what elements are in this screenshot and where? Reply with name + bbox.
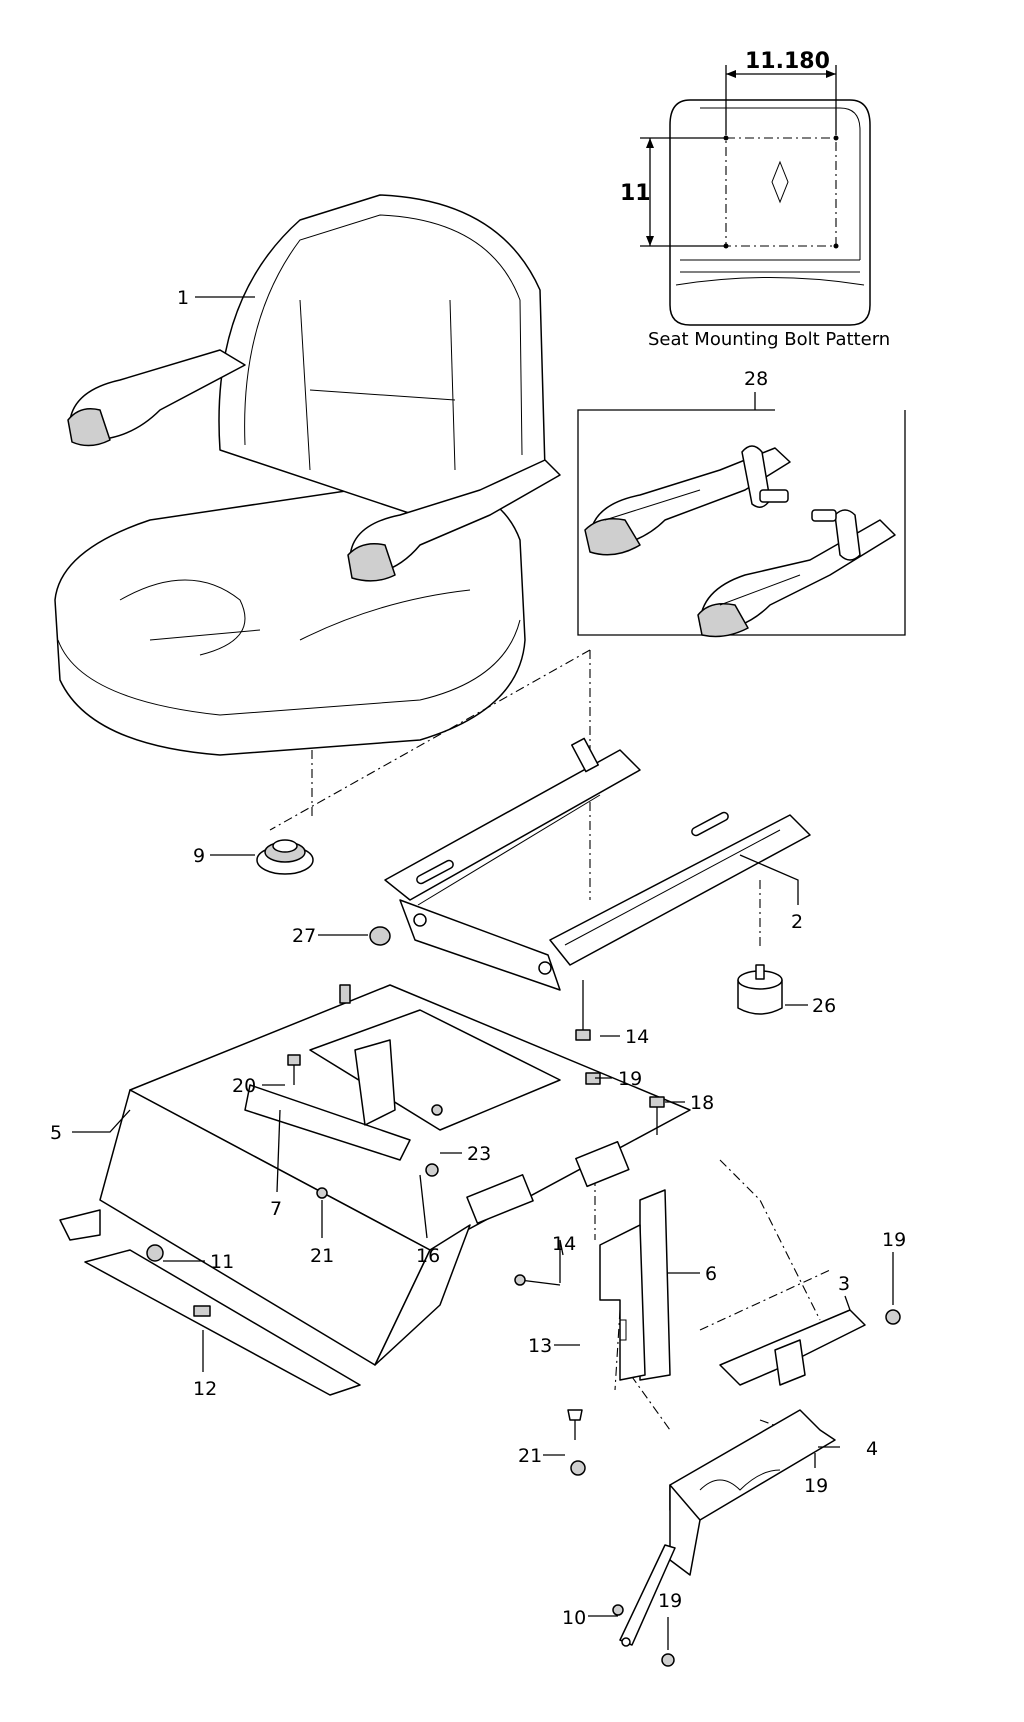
callout-4: 4 — [866, 1438, 878, 1460]
callout-10: 10 — [562, 1607, 586, 1629]
callout-28: 28 — [744, 368, 768, 390]
callout-7: 7 — [270, 1198, 282, 1220]
adjust-plate-4 — [669, 1409, 836, 1576]
callout-16: 16 — [416, 1245, 440, 1267]
bolt-pattern-height: 11 — [620, 181, 651, 206]
link-10 — [619, 1544, 676, 1647]
callout-20: 20 — [232, 1075, 256, 1097]
seat-pan — [59, 984, 691, 1396]
callout-19-a: 19 — [618, 1068, 642, 1090]
callout-1: 1 — [177, 287, 189, 309]
callout-11: 11 — [210, 1251, 234, 1273]
bolt-pattern-inset: 11.180 11 Seat Mounting Bolt Pattern — [620, 49, 890, 350]
callout-6: 6 — [705, 1263, 717, 1285]
bolt-pattern-caption: Seat Mounting Bolt Pattern — [648, 329, 890, 350]
callout-9: 9 — [193, 845, 205, 867]
callout-5: 5 — [50, 1122, 62, 1144]
callout-12: 12 — [193, 1378, 217, 1400]
callout-14-top: 14 — [625, 1026, 649, 1048]
callout-leaders — [72, 296, 894, 1650]
callout-21-a: 21 — [310, 1245, 334, 1267]
callout-labels: 1 2 3 4 5 6 7 9 10 11 12 13 14 14 16 18 … — [50, 287, 906, 1629]
bumper-26 — [737, 964, 783, 1015]
callout-19-c: 19 — [804, 1475, 828, 1497]
callout-18: 18 — [690, 1092, 714, 1114]
callout-3: 3 — [838, 1273, 850, 1295]
armrest-kit-inset — [577, 392, 906, 638]
callout-26: 26 — [812, 995, 836, 1017]
callout-23: 23 — [467, 1143, 491, 1165]
callout-13: 13 — [528, 1335, 552, 1357]
callout-14-mid: 14 — [552, 1233, 576, 1255]
bracket-3 — [719, 1309, 866, 1386]
seat-slide-frame — [384, 737, 811, 991]
callout-27: 27 — [292, 925, 316, 947]
callout-21-b: 21 — [518, 1445, 542, 1467]
bolt-14-top — [575, 980, 591, 1041]
callout-2: 2 — [791, 911, 803, 933]
callout-19-b: 19 — [882, 1229, 906, 1251]
seat — [54, 194, 561, 756]
bracket-6 — [599, 1189, 671, 1381]
bolt-pattern-width: 11.180 — [745, 49, 830, 74]
callout-19-d: 19 — [658, 1590, 682, 1612]
plug-27 — [369, 926, 391, 946]
seat-suspension — [256, 839, 314, 875]
